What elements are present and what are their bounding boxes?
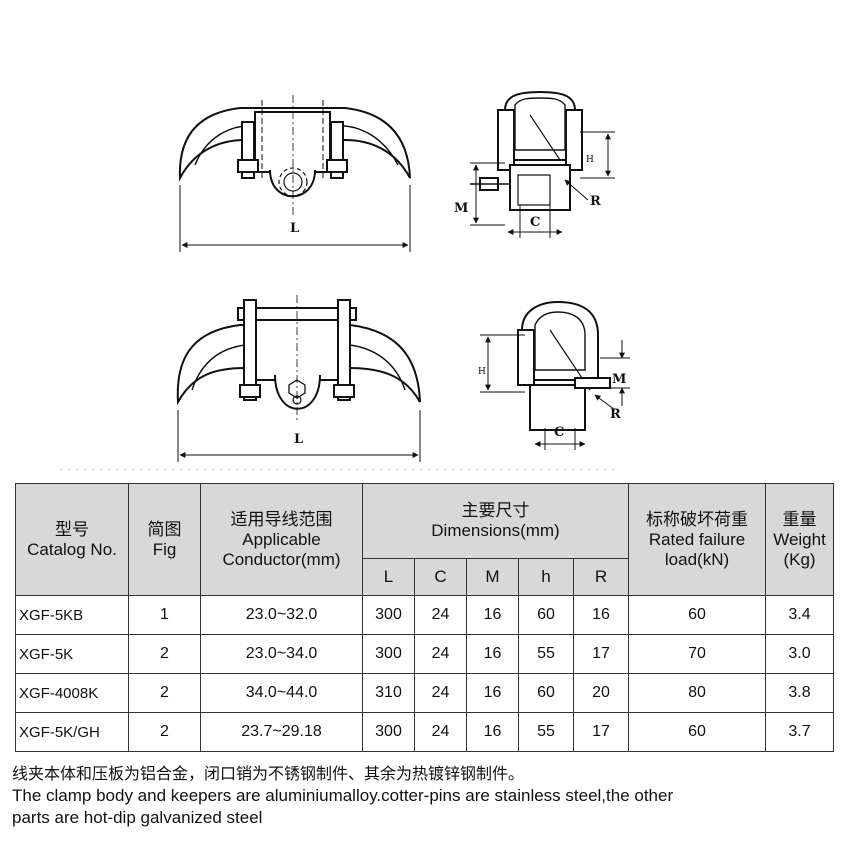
fig1-side-view [470,90,615,238]
cell-model: XGF-5K [15,634,129,674]
fig2-r-label: R [610,407,621,422]
cell-range: 23.7~29.18 [200,712,363,752]
cell-weight: 3.8 [765,673,835,713]
subheader-row: L C M h R [16,558,834,596]
cell-load: 80 [628,673,767,713]
fig1-front-view [178,95,411,252]
note-english-line2: parts are hot-dip galvanized steel [12,808,263,827]
fig2-h-label: H [478,367,486,377]
cell-c: 24 [414,712,467,752]
header-conductor: 适用导线范围 Applicable Conductor(mm) [200,483,363,596]
cell-r: 20 [572,673,630,713]
cell-load: 70 [628,634,767,674]
fig2-front-view [176,295,421,462]
cell-l: 300 [362,712,415,752]
cell-r: 17 [572,712,630,752]
cell-fig: 2 [128,634,201,674]
header-row: 型号 Catalog No. 简图 Fig 适用导线范围 Applicable … [15,483,835,596]
header-dimensions: 主要尺寸 Dimensions(mm) [361,483,630,559]
cell-range: 34.0~44.0 [200,673,363,713]
specification-table: 型号 Catalog No. 简图 Fig 适用导线范围 Applicable … [15,483,835,752]
subheader-c: C [414,558,467,596]
cell-l: 310 [362,673,415,713]
table-row: XGF-5K/GH 2 23.7~29.18 300 24 16 55 17 6… [15,712,835,752]
note-chinese: 线夹本体和压板为铝合金，闭口销为不锈钢制件、其余为热镀锌钢制件。 [12,764,525,783]
header-load: 标称破坏荷重 Rated failure load(kN) [628,483,767,596]
table-row: XGF-4008K 2 34.0~44.0 310 24 16 60 20 80… [15,673,835,713]
cell-fig: 2 [128,712,201,752]
cell-m: 16 [466,673,519,713]
cell-weight: 3.7 [765,712,835,752]
fig1-l-label: L [290,221,299,236]
technical-drawings: L H M C R [60,90,630,470]
subheader-l: L [362,558,415,596]
cell-c: 24 [414,634,467,674]
subheader-h: h [518,558,574,596]
cell-range: 23.0~32.0 [200,595,363,635]
cell-weight: 3.0 [765,634,835,674]
fig2-c-label: C [554,425,564,440]
cell-h: 55 [518,634,574,674]
cell-h: 60 [518,673,574,713]
cell-c: 24 [414,595,467,635]
header-catalog: 型号 Catalog No. [15,483,129,596]
cell-load: 60 [628,712,767,752]
cell-l: 300 [362,634,415,674]
fig1-h-label: H [586,155,594,165]
cell-load: 60 [628,595,767,635]
fig2-l-label: L [294,432,303,447]
table-row: XGF-5KB 1 23.0~32.0 300 24 16 60 16 60 3… [15,595,835,635]
cell-c: 24 [414,673,467,713]
cell-weight: 3.4 [765,595,835,635]
cell-model: XGF-5KB [15,595,129,635]
fig2-m-label: M [612,372,626,387]
header-fig: 简图 Fig [128,483,201,596]
cell-m: 16 [466,634,519,674]
fig2-side-view [480,300,630,450]
cell-h: 60 [518,595,574,635]
table-row: XGF-5K 2 23.0~34.0 300 24 16 55 17 70 3.… [15,634,835,674]
subheader-r: R [572,558,630,596]
cell-r: 17 [572,634,630,674]
fig1-c-label: C [530,215,540,230]
header-weight: 重量 Weight (Kg) [765,483,835,596]
cell-h: 55 [518,712,574,752]
cell-range: 23.0~34.0 [200,634,363,674]
subheader-m: M [466,558,519,596]
drawings-svg: L H M C R [60,90,630,470]
cell-l: 300 [362,595,415,635]
cell-model: XGF-5K/GH [15,712,129,752]
cell-fig: 2 [128,673,201,713]
cell-m: 16 [466,595,519,635]
cell-m: 16 [466,712,519,752]
cell-r: 16 [572,595,630,635]
cell-fig: 1 [128,595,201,635]
fig1-r-label: R [590,194,601,209]
fig1-m-label: M [454,201,468,216]
cell-model: XGF-4008K [15,673,129,713]
note-english-line1: The clamp body and keepers are aluminium… [12,786,674,805]
